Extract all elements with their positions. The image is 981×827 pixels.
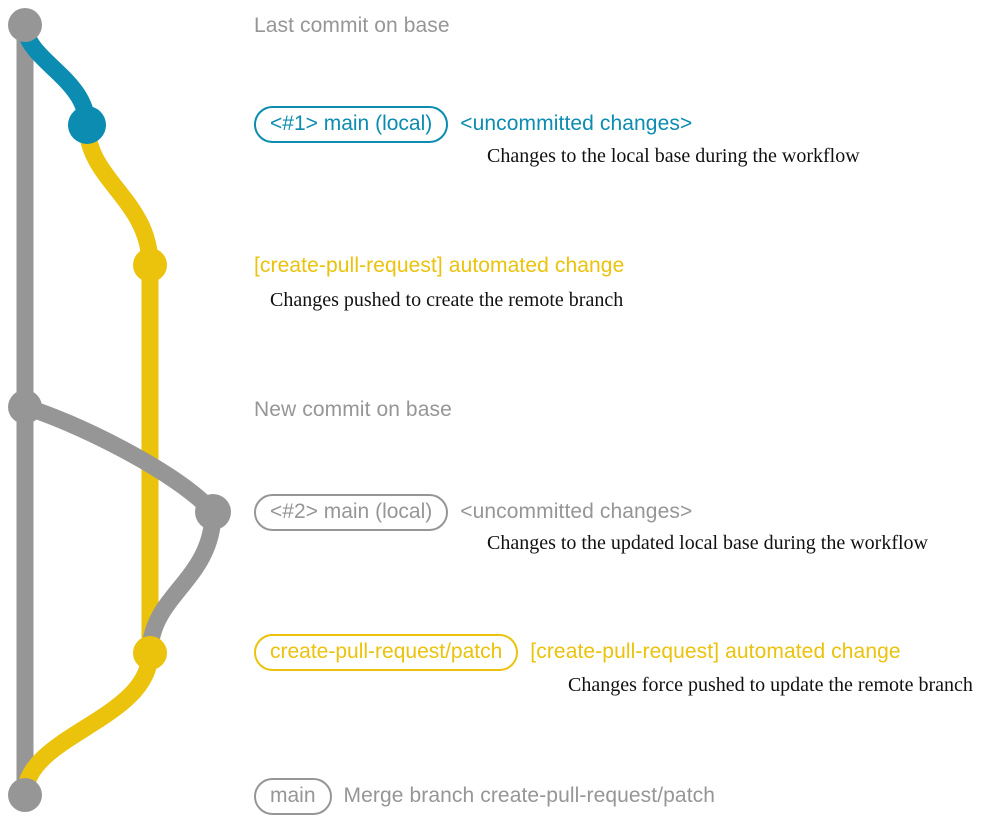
commit-description: Changes to the local base during the wor… xyxy=(487,145,860,167)
edge-local-1-to-automated-1 xyxy=(78,116,159,274)
new-base-commit-node xyxy=(8,390,42,424)
branch-badge-main[interactable]: main xyxy=(254,778,332,815)
edge-automated-2-to-merge xyxy=(16,644,159,804)
commit-title: Last commit on base xyxy=(254,14,450,37)
local-commit-2-node xyxy=(195,494,231,530)
branch-badge-create-pull-request-patch[interactable]: create-pull-request/patch xyxy=(254,634,519,671)
commit-entry-local-commit-2: <#2> main (local) <uncommitted changes> xyxy=(254,494,692,531)
commit-entry-automated-commit-2: create-pull-request/patch [create-pull-r… xyxy=(254,634,901,671)
commit-entry-automated-commit-1: [create-pull-request] automated change xyxy=(254,254,624,278)
commit-description: Changes to the updated local base during… xyxy=(487,532,928,554)
commit-title: <uncommitted changes> xyxy=(460,500,693,523)
commit-title: [create-pull-request] automated change xyxy=(254,254,625,277)
local-commit-1-node xyxy=(68,106,106,144)
graph-edges xyxy=(16,16,222,804)
automated-commit-2-node xyxy=(133,636,167,670)
commit-entry-new-commit-on-base: New commit on base xyxy=(254,398,452,422)
merge-commit-node xyxy=(8,778,42,812)
commit-title: Merge branch create-pull-request/patch xyxy=(343,784,716,807)
commit-description: Changes pushed to create the remote bran… xyxy=(270,289,624,311)
commit-title: <uncommitted changes> xyxy=(460,112,693,135)
branch-badge-main-local-2[interactable]: <#2> main (local) xyxy=(254,494,449,531)
edge-new-base-to-local-2 xyxy=(16,398,222,521)
automated-commit-1-node xyxy=(133,248,167,282)
branch-badge-main-local-1[interactable]: <#1> main (local) xyxy=(254,106,449,143)
commit-title: New commit on base xyxy=(254,398,452,421)
base-head-node xyxy=(8,8,42,42)
edge-local-2-to-automated-2 xyxy=(141,503,222,662)
commit-title: [create-pull-request] automated change xyxy=(530,640,901,663)
commit-entry-local-commit-1: <#1> main (local) <uncommitted changes> xyxy=(254,106,692,143)
commit-entry-merge-commit: main Merge branch create-pull-request/pa… xyxy=(254,778,715,815)
commit-description: Changes force pushed to update the remot… xyxy=(568,674,973,696)
commit-entry-last-commit-on-base: Last commit on base xyxy=(254,14,450,38)
graph-nodes xyxy=(8,8,231,812)
